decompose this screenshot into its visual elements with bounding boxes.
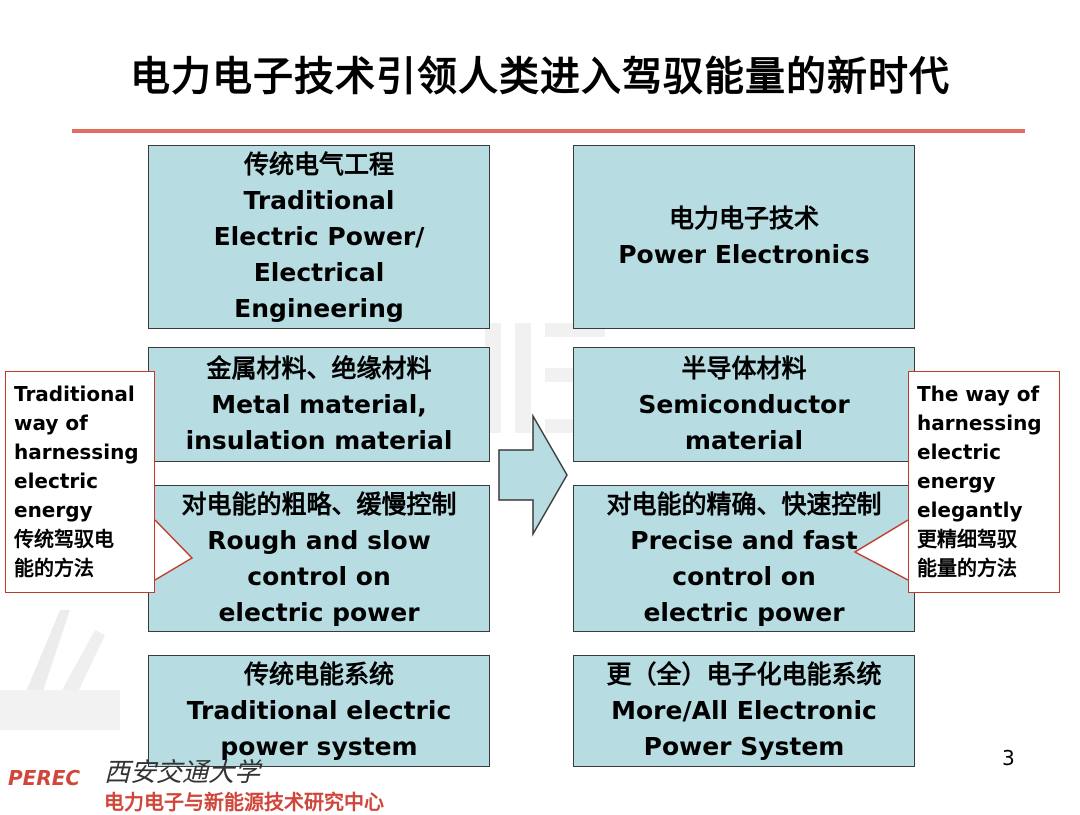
box-line: 传统电能系统 <box>243 660 394 689</box>
callout-line: 能量的方法 <box>917 556 1017 580</box>
box-line: electric power <box>643 597 845 627</box>
box-line: Engineering <box>234 294 404 323</box>
box-line: control on <box>247 561 391 591</box>
box-line: Semiconductor <box>638 389 850 419</box>
callout-line: harnessing <box>14 440 139 464</box>
right-box-power-electronics: 电力电子技术 Power Electronics <box>573 145 915 329</box>
box-line: Electrical <box>253 258 385 287</box>
callout-line: way of <box>14 411 88 435</box>
university-name: 西安交通大学 <box>104 758 261 788</box>
callout-line: elegantly <box>917 498 1023 522</box>
box-line: Rough and slow <box>207 525 431 555</box>
slide-title: 电力电子技术引领人类进入驾驭能量的新时代 <box>130 54 950 100</box>
box-line: 半导体材料 <box>681 353 807 383</box>
box-line: 金属材料、绝缘材料 <box>206 353 432 383</box>
callout-line: electric <box>14 469 98 493</box>
box-line: 电力电子技术 <box>668 204 819 233</box>
box-line: control on <box>672 561 816 591</box>
center-name: 电力电子与新能源技术研究中心 <box>104 790 384 814</box>
left-box-system: 传统电能系统 Traditional electric power system <box>148 655 490 767</box>
box-line: Power Electronics <box>618 240 870 269</box>
left-callout: Traditional way of harnessing electric e… <box>5 371 155 593</box>
right-box-control: 对电能的精确、快速控制 Precise and fast control on … <box>573 485 915 632</box>
page-number: 3 <box>1002 746 1015 770</box>
right-box-material: 半导体材料 Semiconductor material <box>573 347 915 462</box>
box-line: 更（全）电子化电能系统 <box>606 660 882 689</box>
callout-line: 能的方法 <box>14 556 94 580</box>
callout-line: harnessing <box>917 411 1042 435</box>
box-line: Electric Power/ <box>213 222 425 251</box>
callout-line: 传统驾驭电 <box>14 527 114 551</box>
perec-logo: PEREC <box>8 766 81 790</box>
callout-line: Traditional <box>14 382 135 406</box>
right-callout: The way of harnessing electric energy el… <box>908 371 1060 593</box>
left-box-material: 金属材料、绝缘材料 Metal material, insulation mat… <box>148 347 490 462</box>
right-arrow-icon <box>498 413 568 537</box>
right-box-system: 更（全）电子化电能系统 More/All Electronic Power Sy… <box>573 655 915 767</box>
box-line: Traditional <box>243 186 395 215</box>
box-line: insulation material <box>185 425 453 455</box>
callout-line: The way of <box>917 382 1040 406</box>
callout-line: electric <box>917 440 1001 464</box>
box-line: Power System <box>643 732 845 761</box>
callout-line: energy <box>14 498 93 522</box>
left-box-engineering: 传统电气工程 Traditional Electric Power/ Elect… <box>148 145 490 329</box>
left-box-control: 对电能的粗略、缓慢控制 Rough and slow control on el… <box>148 485 490 632</box>
box-line: material <box>684 425 804 455</box>
box-line: power system <box>220 732 418 761</box>
box-line: 传统电气工程 <box>243 150 394 179</box>
building-watermark <box>0 610 120 730</box>
box-line: 对电能的精确、快速控制 <box>606 489 882 519</box>
box-line: electric power <box>218 597 420 627</box>
box-line: Traditional electric <box>186 696 452 725</box>
box-line: 对电能的粗略、缓慢控制 <box>181 489 457 519</box>
box-line: More/All Electronic <box>611 696 877 725</box>
box-line: Precise and fast <box>630 525 858 555</box>
title-underline <box>72 129 1025 133</box>
callout-line: energy <box>917 469 996 493</box>
box-line: Metal material, <box>211 389 427 419</box>
callout-line: 更精细驾驭 <box>917 527 1017 551</box>
